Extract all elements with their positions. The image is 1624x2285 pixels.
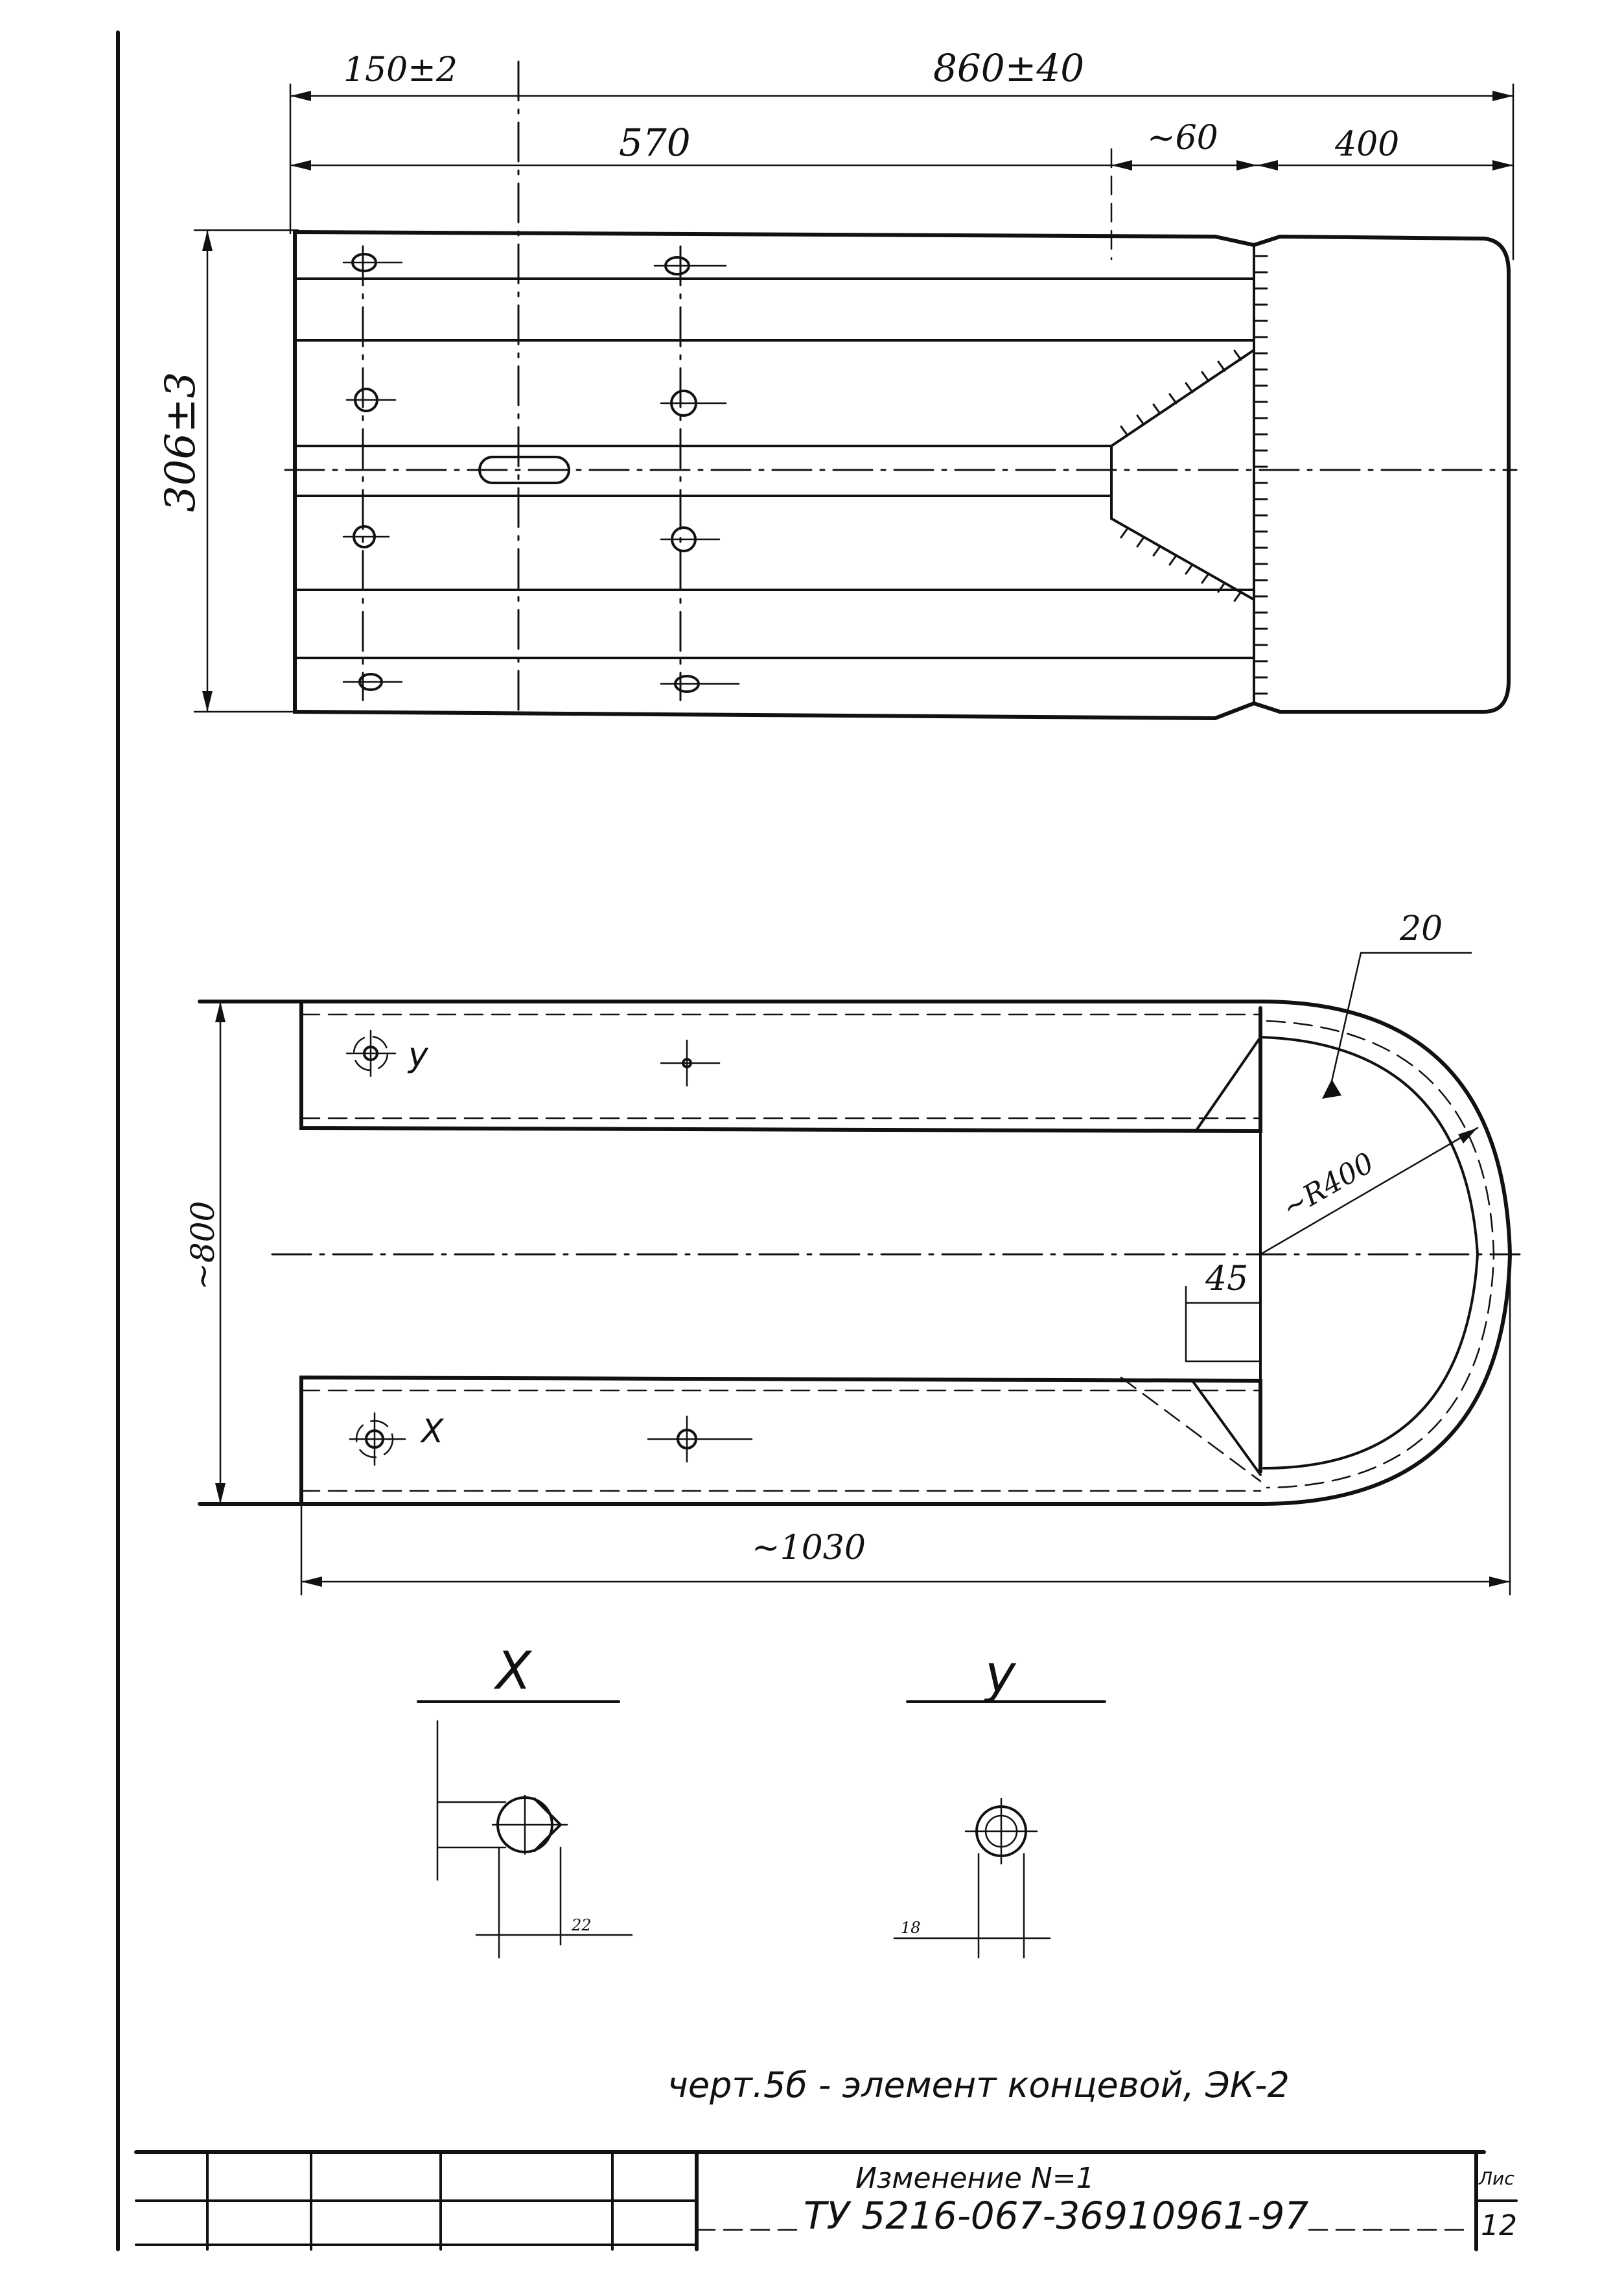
dim-1030-label: ~1030 <box>752 1529 866 1567</box>
arrow <box>202 230 213 251</box>
dim-45-label: 45 <box>1205 1260 1248 1298</box>
document-number: ТУ 5216-067-36910961-97 <box>804 2194 1308 2238</box>
arrow <box>1458 1128 1478 1143</box>
arrow <box>1489 1576 1510 1587</box>
arrow <box>1257 160 1278 170</box>
dim-400-label: 400 <box>1334 125 1399 164</box>
arrow <box>301 1576 322 1587</box>
detail-x-dim-label: 22 <box>571 1916 592 1934</box>
outer-arc-outline <box>198 1000 1513 1506</box>
plan-view: ~R400 20 45 ~800 ~1030 y <box>184 909 1521 1596</box>
notch-line <box>1110 517 1255 601</box>
top-view: 150±2 860±40 570 ~60 400 306±3 <box>157 46 1518 721</box>
dim-306-label: 306±3 <box>157 372 205 513</box>
change-note: Изменение N=1 <box>855 2162 1095 2195</box>
arrow <box>1322 1079 1341 1099</box>
sheet-number: 12 <box>1481 2209 1517 2242</box>
radius-line <box>1259 1127 1479 1256</box>
drawing-caption: черт.5б - элемент концевой, ЭК-2 <box>667 2065 1290 2105</box>
dim-150-label: 150±2 <box>343 51 458 89</box>
detail-y-title: y <box>984 1644 1017 1704</box>
upper-arm-outline <box>299 1000 1262 1134</box>
weld-hatch <box>1120 255 1268 695</box>
dim-60-label: ~60 <box>1147 119 1218 158</box>
bracket-hidden-line <box>1120 1376 1262 1482</box>
beam-outline <box>293 229 1511 721</box>
lower-arm-outline <box>299 1375 1262 1506</box>
arrow <box>290 160 311 170</box>
arrow <box>1111 160 1132 170</box>
title-block: Изменение N=1 ТУ 5216-067-36910961-97 Ли… <box>134 2150 1518 2251</box>
arrow <box>215 1483 226 1504</box>
bracket-line <box>1194 1036 1262 1132</box>
sheet-label: Лис <box>1478 2168 1514 2189</box>
arrow <box>202 691 213 712</box>
bracket-line <box>1191 1379 1262 1476</box>
detail-x-title: X <box>493 1641 533 1701</box>
arrow <box>1492 91 1513 101</box>
leader-20 <box>1327 952 1362 1097</box>
arrow <box>1236 160 1257 170</box>
arrow <box>215 1002 226 1022</box>
mark-x-label: X <box>419 1412 445 1450</box>
inner-arc <box>1259 1036 1479 1470</box>
arrow <box>290 91 311 101</box>
detail-y-dim-label: 18 <box>901 1919 921 1937</box>
radius-label: ~R400 <box>1277 1146 1380 1225</box>
holes <box>342 253 740 693</box>
arrow <box>1492 160 1513 170</box>
dim-570-label: 570 <box>619 121 691 165</box>
dim-860-label: 860±40 <box>933 46 1084 90</box>
notch-line <box>1110 349 1255 447</box>
detail-views: X y 22 18 <box>417 1641 1106 1959</box>
slot-hole <box>478 456 570 484</box>
dim-20-label: 20 <box>1399 909 1443 948</box>
mark-y-label: y <box>407 1036 429 1075</box>
dim-800-label: ~800 <box>184 1201 222 1290</box>
